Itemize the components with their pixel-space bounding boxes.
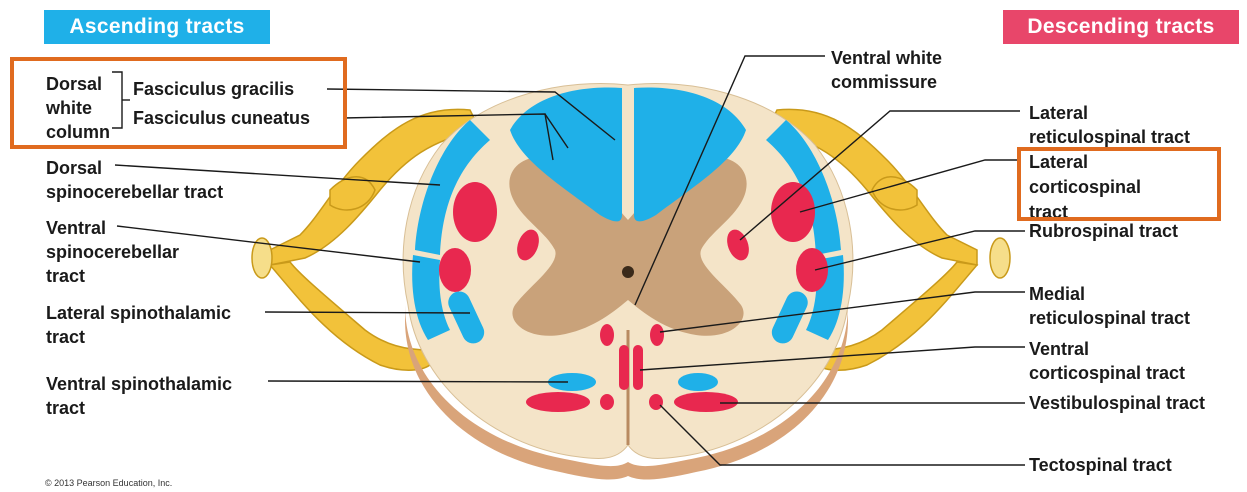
- tectospinal-left: [600, 394, 614, 410]
- label-lateral-reticulospinal-tract: Lateral reticulospinal tract: [1029, 101, 1190, 149]
- ventral-corticospinal-right: [633, 345, 643, 390]
- label-ventral-spinocerebellar-tract: Ventral spinocerebellar tract: [46, 216, 179, 288]
- medial-reticulospinal-right: [650, 324, 664, 346]
- label-tectospinal-tract: Tectospinal tract: [1029, 454, 1172, 477]
- ventral-spinothalamic-right: [678, 373, 718, 391]
- label-ventral-white-commissure: Ventral white commissure: [831, 46, 942, 94]
- label-dorsal-spinocerebellar-tract: Dorsal spinocerebellar tract: [46, 156, 223, 204]
- rubrospinal-right: [796, 248, 828, 292]
- vestibulospinal-right: [674, 392, 738, 412]
- label-medial-reticulospinal-tract: Medial reticulospinal tract: [1029, 282, 1190, 330]
- tectospinal-right: [649, 394, 663, 410]
- highlight-box-dorsal-column: [10, 57, 347, 149]
- highlight-box-lateral-corticospinal: [1017, 147, 1221, 221]
- label-ventral-spinothalamic-tract: Ventral spinothalamic tract: [46, 372, 232, 420]
- ventral-corticospinal-left: [619, 345, 629, 390]
- lateral-corticospinal-left: [453, 182, 497, 242]
- medial-reticulospinal-left: [600, 324, 614, 346]
- label-ventral-corticospinal-tract: Ventral corticospinal tract: [1029, 337, 1185, 385]
- ascending-tracts-header: Ascending tracts: [44, 10, 270, 44]
- central-canal: [622, 266, 634, 278]
- label-rubrospinal-tract: Rubrospinal tract: [1029, 220, 1178, 243]
- lateral-corticospinal-right: [771, 182, 815, 242]
- vestibulospinal-left: [526, 392, 590, 412]
- copyright-text: © 2013 Pearson Education, Inc.: [45, 478, 172, 488]
- label-lateral-spinothalamic-tract: Lateral spinothalamic tract: [46, 301, 231, 349]
- descending-tracts-header: Descending tracts: [1003, 10, 1239, 44]
- rubrospinal-left: [439, 248, 471, 292]
- label-vestibulospinal-tract: Vestibulospinal tract: [1029, 392, 1205, 415]
